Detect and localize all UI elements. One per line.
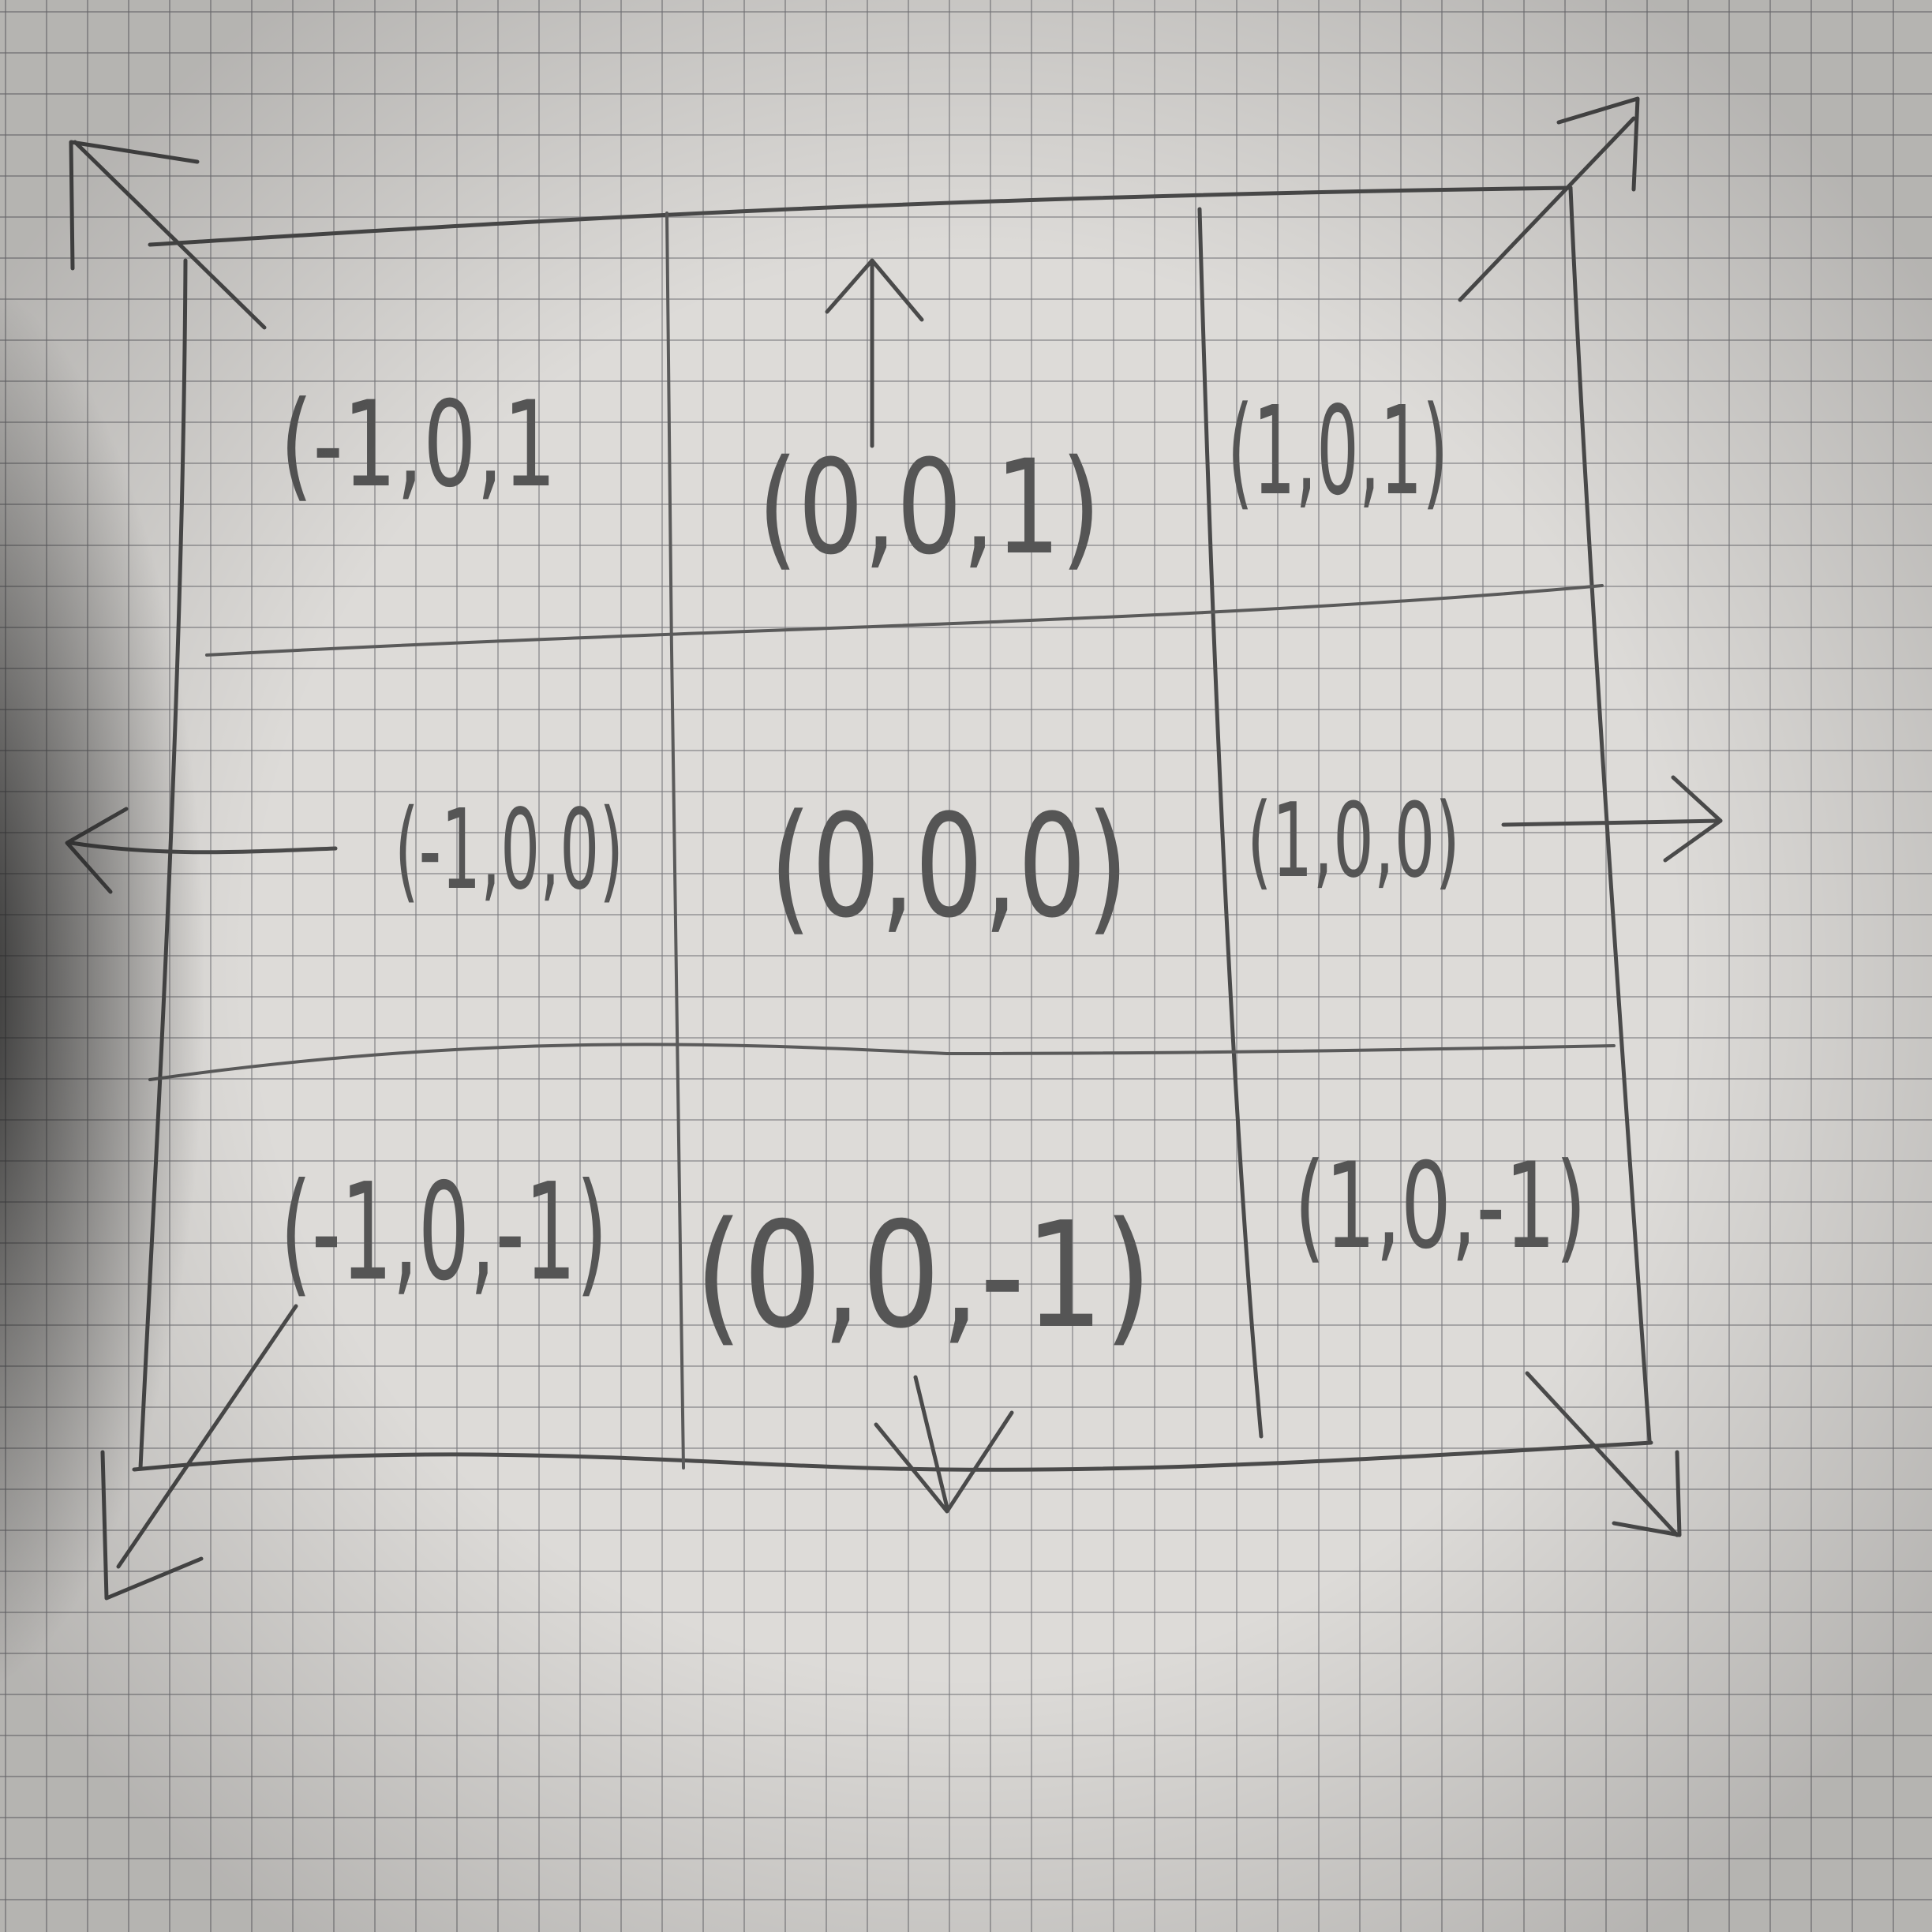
cell-label-top-right: (1,0,1): [1227, 380, 1448, 522]
arrow-up-right: [1458, 96, 1640, 302]
horizontal-divider-2: [148, 1043, 1616, 1081]
cell-label-bottom-right: (1,0,-1): [1294, 1138, 1586, 1275]
cell-label-middle-right: (1,0,0): [1247, 781, 1460, 900]
arrow-left: [65, 807, 338, 894]
horizontal-divider-1: [205, 584, 1604, 657]
cell-label-center: (0,0,0): [769, 784, 1129, 949]
cell-label-top-center: (0,0,1): [758, 432, 1101, 583]
cell-labels: (-1,0,1 (0,0,1) (1,0,1) (-1,0,0) (0,0,0)…: [280, 376, 1586, 1361]
arrow-down-left: [100, 1304, 298, 1601]
cell-label-bottom-center: (0,0,-1): [695, 1190, 1152, 1361]
arrow-down: [874, 1375, 1014, 1514]
arrow-up: [825, 258, 924, 448]
left-border: [138, 258, 188, 1470]
top-border: [148, 185, 1573, 247]
vertical-divider-1: [665, 212, 685, 1470]
cell-label-top-left: (-1,0,1: [280, 376, 556, 514]
cell-label-bottom-left: (-1,0,-1): [280, 1155, 608, 1311]
arrow-up-left: [69, 140, 267, 330]
cell-label-middle-left: (-1,0,0): [395, 786, 623, 915]
arrow-right: [1501, 775, 1723, 863]
arrow-down-right: [1525, 1371, 1682, 1537]
